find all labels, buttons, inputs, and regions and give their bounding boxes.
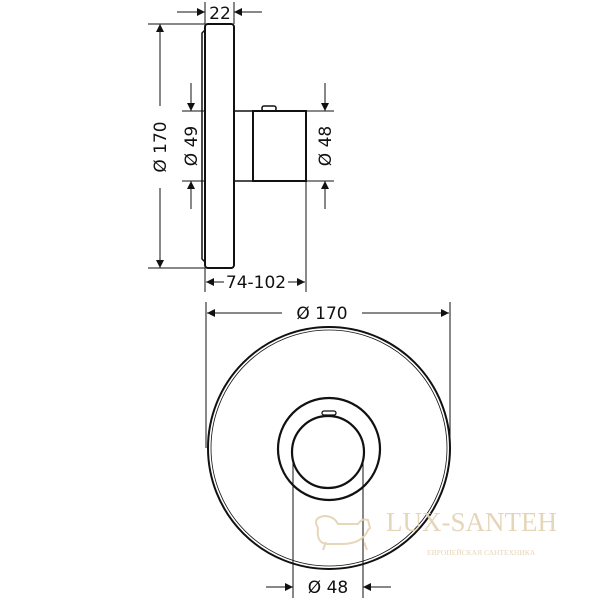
dimension-body-diameter [182,83,205,209]
dimension-plate-diameter-front [205,302,451,448]
side-view [148,2,334,292]
handle-inner-circle [290,414,366,490]
watermark-tagline: ЕВРОПЕЙСКАЯ САНТЕХНИКА [427,548,536,557]
dimension-handle-diameter-side [306,83,334,209]
handle-ring [276,396,382,502]
label-body-diameter: Ø 49 [182,126,202,166]
bathtub-icon [315,514,372,551]
dimension-plate-height [148,23,205,269]
label-handle-diameter-front: Ø 48 [308,578,348,598]
watermark-logo: LUX-SANTEH ЕВРОПЕЙСКАЯ САНТЕХНИКА [315,507,557,557]
handle-notch [261,105,277,112]
label-handle-diameter-side: Ø 48 [316,126,336,166]
dimension-depth [204,181,307,292]
handle [252,110,307,182]
front-view [205,302,451,598]
cover-plate [204,23,235,269]
label-plate-height: Ø 170 [151,121,171,172]
plate-inner-circle [210,329,448,567]
body [233,110,254,182]
dimension-plate-thickness [177,2,262,24]
watermark-brand: LUX-SANTEH [386,507,557,537]
label-depth-range: 74-102 [226,273,286,293]
dimension-handle-diameter-front [266,460,391,598]
label-plate-diameter-front: Ø 170 [296,304,347,324]
plate-bevel [201,29,206,263]
label-plate-thickness: 22 [209,4,231,24]
handle-notch-front [321,410,337,416]
